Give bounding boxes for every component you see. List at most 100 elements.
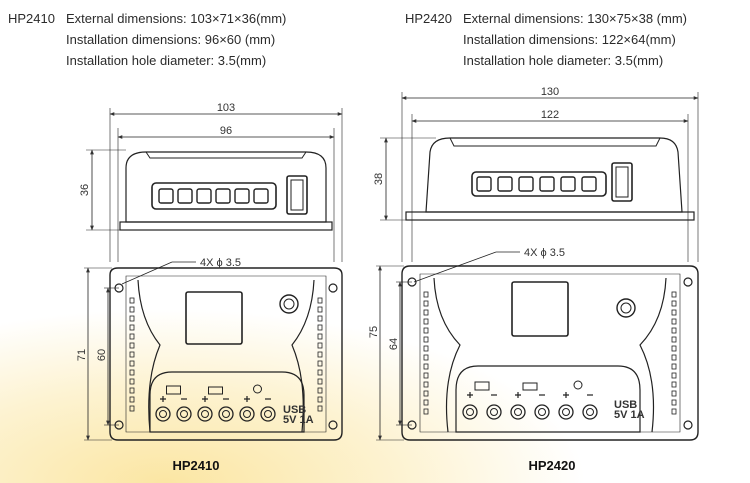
vent-slot <box>671 408 677 415</box>
vent-slot <box>423 372 429 379</box>
terminal-screw <box>582 404 598 420</box>
vent-slot <box>317 396 323 403</box>
width-inner-label: 122 <box>541 109 559 121</box>
height-side-label: 38 <box>373 173 385 185</box>
vent-slot <box>423 390 429 397</box>
height-side-label: 36 <box>79 184 91 196</box>
terminal-panel <box>149 371 305 433</box>
spec-model: HP2410 <box>8 11 55 26</box>
mounting-hole <box>328 283 338 293</box>
terminal-screw-inner <box>538 408 546 416</box>
battery-icon <box>522 382 538 391</box>
terminal-screw <box>176 406 192 422</box>
usb-label: USB <box>614 399 637 411</box>
vent-slot <box>129 387 135 394</box>
side-terminal-screw <box>196 188 212 204</box>
usb-label: USB <box>283 404 306 416</box>
side-terminal-screw <box>476 176 492 192</box>
vent-slot <box>129 297 135 304</box>
terminal-screw <box>510 404 526 420</box>
side-terminal-screw <box>177 188 193 204</box>
vent-slot <box>423 408 429 415</box>
terminal-screw-inner <box>201 410 209 418</box>
terminal-screw <box>239 406 255 422</box>
side-view-body <box>425 137 683 213</box>
plus-icon <box>160 396 166 402</box>
spec-installation: Installation dimensions: 96×60 (mm) <box>66 32 276 47</box>
vent-slot <box>423 300 429 307</box>
vent-slot <box>129 333 135 340</box>
vent-slot <box>671 300 677 307</box>
height-outer-label: 71 <box>76 349 88 361</box>
control-knob <box>616 298 636 318</box>
vent-slot <box>317 378 323 385</box>
vent-slot <box>317 342 323 349</box>
vent-slot <box>423 327 429 334</box>
terminal-screw-inner <box>159 410 167 418</box>
height-inner-label: 60 <box>96 349 108 361</box>
terminal-screw <box>462 404 478 420</box>
hp2420-labels: 130 122 38 4X ϕ 3.5 75 64 HP2420 <box>368 86 575 473</box>
side-view-base <box>119 221 333 231</box>
width-outer-label: 130 <box>541 86 559 98</box>
terminal-screw-inner <box>586 408 594 416</box>
plus-icon <box>244 396 250 402</box>
terminal-screw <box>486 404 502 420</box>
terminal-screw-inner <box>514 408 522 416</box>
vent-slot <box>423 318 429 325</box>
side-terminal-screw <box>518 176 534 192</box>
vent-slot <box>129 324 135 331</box>
usb-rating: 5V 1A <box>283 414 314 426</box>
vent-slot <box>671 399 677 406</box>
terminal-screw-inner <box>264 410 272 418</box>
vent-slot <box>671 345 677 352</box>
control-knob <box>279 294 299 314</box>
terminal-screw-inner <box>490 408 498 416</box>
vent-slot <box>129 396 135 403</box>
terminal-screw-inner <box>180 410 188 418</box>
side-view-base <box>405 211 695 221</box>
spec-external: External dimensions: 130×75×38 (mm) <box>463 11 688 26</box>
vent-slot <box>129 369 135 376</box>
usb-port-side <box>286 175 308 215</box>
terminal-screw-inner <box>243 410 251 418</box>
vent-slot <box>423 363 429 370</box>
bulb-icon <box>253 384 262 394</box>
vent-slot <box>317 315 323 322</box>
mounting-hole <box>683 277 693 287</box>
terminal-screw-inner <box>222 410 230 418</box>
vent-slot <box>317 306 323 313</box>
hole-leader <box>413 251 497 283</box>
side-terminal-screw <box>497 176 513 192</box>
hp2420-caption: HP2420 <box>529 458 576 473</box>
terminal-block <box>471 171 607 197</box>
bulb-icon <box>573 380 583 390</box>
vent-slot <box>671 318 677 325</box>
vent-slot <box>671 354 677 361</box>
vent-slot <box>129 405 135 412</box>
spec-hole: Installation hole diameter: 3.5(mm) <box>66 53 267 68</box>
terminal-screw <box>534 404 550 420</box>
plus-icon <box>563 392 569 398</box>
vent-slot <box>671 390 677 397</box>
vent-slot <box>423 354 429 361</box>
vent-slot <box>317 360 323 367</box>
vent-slot <box>317 369 323 376</box>
vent-slot <box>317 405 323 412</box>
height-outer-label: 75 <box>368 326 380 338</box>
side-terminal-screw <box>158 188 174 204</box>
vent-slot <box>317 387 323 394</box>
hole-callout-label: 4X ϕ 3.5 <box>200 257 241 269</box>
vent-slot <box>317 351 323 358</box>
hp2410-drawing: USB 5V 1A <box>84 108 343 441</box>
vent-slot <box>671 381 677 388</box>
vent-slot <box>671 336 677 343</box>
terminal-screw <box>155 406 171 422</box>
vent-slot <box>423 291 429 298</box>
vent-slot <box>423 381 429 388</box>
vent-slot <box>423 399 429 406</box>
vent-slot <box>317 333 323 340</box>
width-inner-label: 96 <box>220 125 232 137</box>
mounting-hole <box>328 420 338 430</box>
vent-slot <box>317 324 323 331</box>
